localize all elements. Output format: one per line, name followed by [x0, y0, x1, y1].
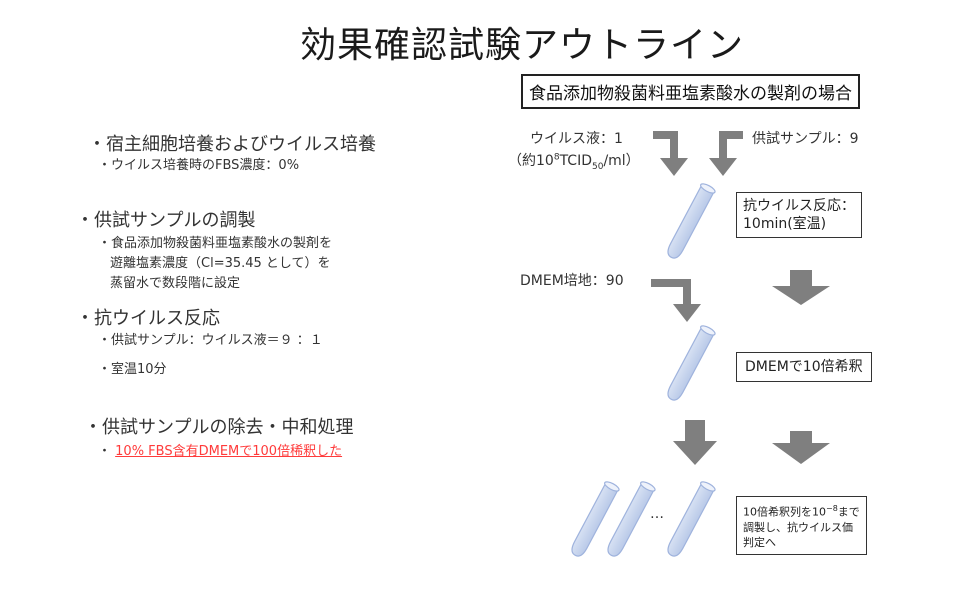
final-line-1: 10倍希釈列を10−8まで	[743, 501, 860, 520]
arrow-left-col-2	[673, 420, 717, 465]
conc-subscript: 50	[591, 161, 604, 172]
tube-series-3	[667, 481, 716, 557]
virus-concentration: （約108TCID50/ml）	[508, 150, 640, 172]
arrow-sample-down	[709, 131, 743, 176]
final-pre: 10倍希釈列を10	[743, 505, 826, 519]
sample-label: 供試サンプル：9	[752, 131, 859, 147]
final-line-3: 判定へ	[743, 535, 776, 549]
case-label-box: 食品添加物殺菌料亜塩素酸水の製剤の場合	[521, 74, 860, 109]
final-exponent: −8	[826, 504, 838, 513]
tube-2	[667, 325, 716, 401]
arrow-dmem-down	[651, 279, 701, 322]
outline-sub-removal: ・ 10% FBS含有DMEMで100倍稀釈した	[98, 442, 342, 462]
outline-sub-sample-2: 遊離塩素濃度（Cl=35.45 として）を	[110, 256, 331, 271]
outline-heading-culture: ・宿主細胞培養およびウイルス培養	[88, 134, 376, 155]
outline-sub-room-temp: ・室温10分	[98, 362, 167, 377]
dilution-box: DMEMで10倍希釈	[736, 352, 872, 382]
conc-unit: TCID	[559, 153, 592, 169]
virus-label: ウイルス液：1	[530, 131, 623, 147]
final-post: まで	[837, 505, 860, 519]
arrow-right-col-2	[772, 431, 830, 464]
arrow-right-col-1	[772, 270, 830, 305]
bullet: ・	[98, 444, 112, 459]
reaction-line-2: 10min(室温)	[743, 216, 827, 232]
tube-series-1	[571, 481, 620, 557]
highlight-dilution-text: 10% FBS含有DMEMで100倍稀釈した	[115, 444, 343, 459]
reaction-box: 抗ウイルス反応： 10min(室温)	[736, 192, 862, 238]
conc-post: /ml）	[603, 153, 640, 169]
bent-arrows-top	[651, 131, 743, 322]
tube-1	[667, 183, 716, 259]
outline-heading-sample: ・供試サンプルの調製	[76, 210, 256, 231]
conc-pre: （約10	[508, 153, 554, 169]
outline-heading-reaction: ・抗ウイルス反応	[76, 308, 220, 329]
final-box: 10倍希釈列を10−8まで 調製し、抗ウイルス価 判定へ	[736, 496, 867, 555]
final-line-2: 調製し、抗ウイルス価	[743, 520, 853, 534]
outline-sub-ratio: ・供試サンプル：ウイルス液＝９ ：１	[98, 333, 323, 348]
block-arrows	[673, 270, 830, 465]
tube-series-2	[607, 481, 656, 557]
outline-heading-removal: ・供試サンプルの除去・中和処理	[84, 417, 354, 438]
ellipsis: …	[650, 506, 664, 522]
outline-sub-fbs: ・ウイルス培養時のFBS濃度：0%	[98, 158, 300, 173]
dmem-label: DMEM培地：90	[520, 273, 624, 289]
arrow-virus-down	[653, 131, 688, 176]
outline-sub-sample-1: ・食品添加物殺菌料亜塩素酸水の製剤を	[98, 236, 333, 251]
conc-exponent: 8	[553, 152, 560, 163]
page-title: 効果確認試験アウトライン	[300, 25, 745, 66]
outline-sub-sample-3: 蒸留水で数段階に設定	[110, 276, 241, 291]
reaction-line-1: 抗ウイルス反応：	[743, 198, 855, 214]
